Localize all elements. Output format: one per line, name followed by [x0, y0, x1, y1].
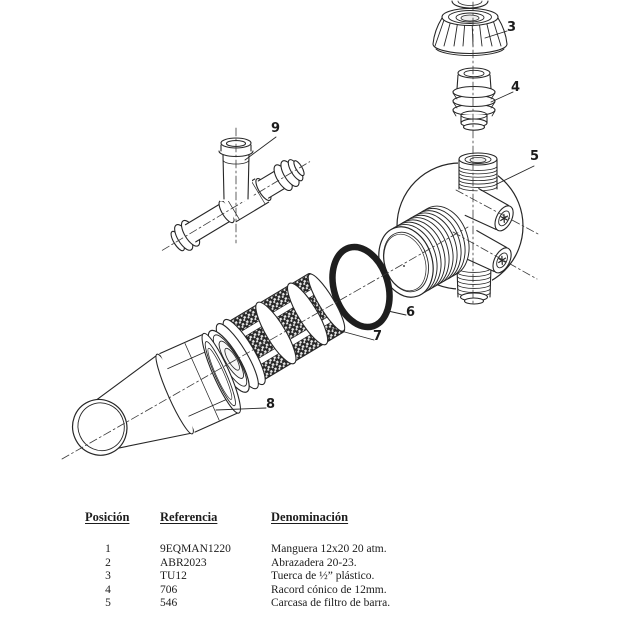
- cell-reference: 546: [160, 597, 178, 609]
- table-row: 5 546 Carcasa de filtro de barra.: [0, 597, 620, 611]
- cell-position: 5: [105, 597, 111, 609]
- table-header-row: Posición Referencia Denominación: [0, 510, 620, 526]
- cell-position: 1: [105, 543, 111, 555]
- cell-position: 3: [105, 570, 111, 582]
- cell-denomination: Carcasa de filtro de barra.: [271, 597, 391, 609]
- barbed-adapter-part: [453, 68, 495, 130]
- cell-reference: 9EQMAN1220: [160, 543, 231, 555]
- cell-denomination: Abrazadera 20-23.: [271, 556, 357, 569]
- lower-nozzle: [463, 231, 512, 275]
- upper-nozzle: [465, 189, 514, 233]
- header-position: Posición: [85, 510, 130, 524]
- callout-7: 7: [373, 329, 383, 344]
- table-row: 1 9EQMAN1220 Manguera 12x20 20 atm.: [0, 543, 620, 557]
- cell-reference: TU12: [160, 570, 187, 582]
- cell-reference: 706: [160, 583, 178, 596]
- cell-denomination: Manguera 12x20 20 atm.: [271, 543, 387, 555]
- filter-bowl-part: [57, 330, 246, 478]
- table-row: 3 TU12 Tuerca de ½” plástico.: [0, 570, 620, 584]
- callout-4: 4: [511, 80, 521, 95]
- cell-denomination: Tuerca de ½” plástico.: [271, 570, 375, 582]
- male-thread: [370, 199, 478, 304]
- tee-fitting-part: [155, 128, 317, 263]
- header-reference: Referencia: [160, 510, 218, 524]
- filter-head-part: [370, 153, 523, 304]
- filter-cartridge-part: [200, 267, 352, 399]
- center-axes: [62, 2, 540, 459]
- callout-9: 9: [271, 121, 281, 136]
- callout-5: 5: [530, 149, 540, 164]
- table-row: 4 706 Racord cónico de 12mm.: [0, 584, 620, 598]
- cell-position: 2: [105, 556, 111, 569]
- cell-position: 4: [105, 583, 111, 596]
- callout-6: 6: [406, 305, 416, 320]
- leader-lines: [216, 31, 534, 410]
- header-denomination: Denominación: [271, 510, 349, 524]
- table-row: 2 ABR2023 Abrazadera 20-23.: [0, 557, 620, 571]
- callout-8: 8: [266, 397, 276, 412]
- plastic-nut-part: [433, 1, 507, 55]
- cell-reference: ABR2023: [160, 556, 207, 569]
- callout-3: 3: [507, 20, 517, 35]
- o-ring-part: [323, 240, 399, 334]
- cell-denomination: Racord cónico de 12mm.: [271, 583, 387, 596]
